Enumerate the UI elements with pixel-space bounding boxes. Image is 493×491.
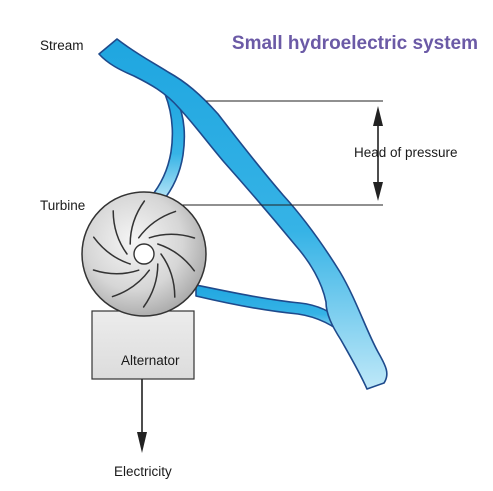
turbine-blade bbox=[111, 269, 151, 298]
turbine-blade bbox=[112, 210, 128, 255]
double-headed-arrow-icon bbox=[373, 106, 383, 201]
diagram-title: Small hydroelectric system bbox=[232, 33, 478, 54]
turbine-blades bbox=[92, 200, 196, 308]
stream-channel bbox=[98, 38, 388, 390]
water-channels bbox=[98, 38, 388, 390]
turbine-label: Turbine bbox=[40, 198, 85, 213]
turbine-blade bbox=[142, 263, 159, 308]
stream-label: Stream bbox=[40, 38, 84, 53]
arrow-down-icon bbox=[137, 379, 147, 453]
turbine-blade bbox=[137, 210, 177, 239]
turbine-blade bbox=[92, 269, 140, 275]
turbine-blade bbox=[92, 236, 131, 265]
alternator-label: Alternator bbox=[121, 353, 180, 368]
turbine-blade bbox=[148, 233, 196, 239]
turbine-icon bbox=[81, 191, 207, 317]
turbine-blade bbox=[160, 253, 176, 298]
head-of-pressure-label: Head of pressure bbox=[354, 145, 458, 160]
penstock-channel bbox=[149, 93, 186, 203]
turbine-blade bbox=[157, 243, 196, 272]
turbine-blade bbox=[129, 200, 146, 245]
alternator-box bbox=[91, 310, 195, 380]
electricity-label: Electricity bbox=[114, 464, 172, 479]
